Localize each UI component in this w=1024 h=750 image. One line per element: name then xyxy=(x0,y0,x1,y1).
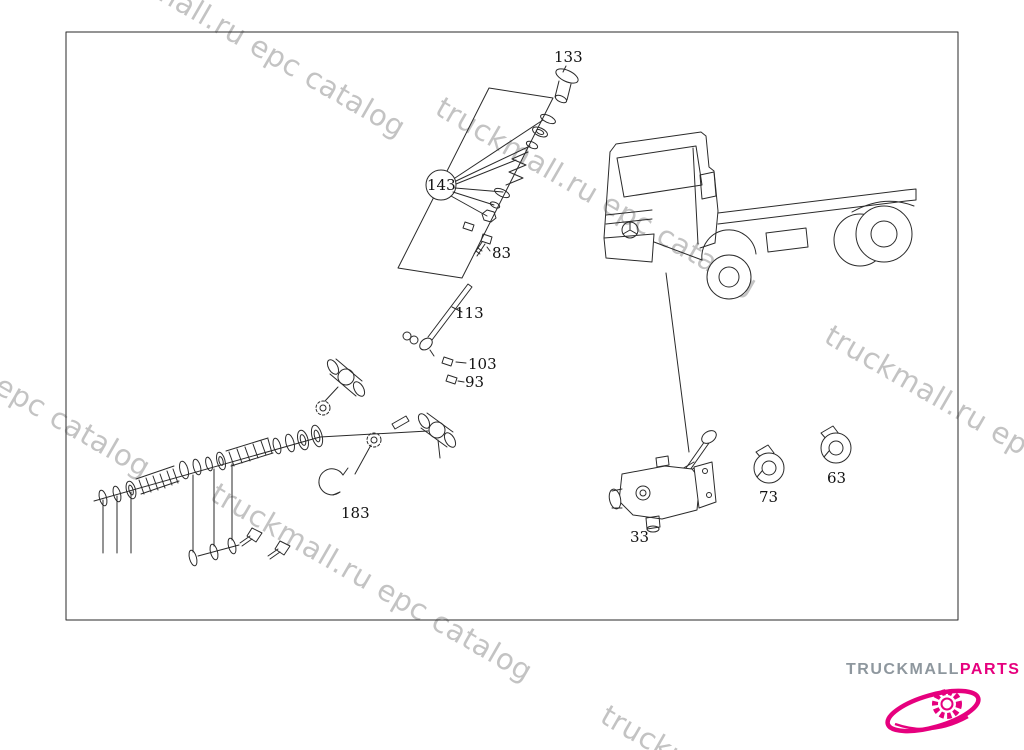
exploded-upper-group xyxy=(397,65,579,279)
part-63-drawing xyxy=(820,425,852,464)
spring-drawing xyxy=(505,151,529,186)
part-label-143[interactable]: 143 xyxy=(427,176,456,194)
nut-drawing xyxy=(481,209,497,223)
diagram-border xyxy=(65,31,959,621)
star-washer-drawing xyxy=(366,432,382,448)
part-label-183[interactable]: 183 xyxy=(341,504,370,522)
pin-103-drawing xyxy=(441,356,454,367)
truck-drawing xyxy=(603,131,917,300)
lever-knob-drawing xyxy=(701,430,717,444)
bolt-83-drawing xyxy=(480,233,493,245)
leader-line-103 xyxy=(455,361,467,364)
leader-line-133 xyxy=(562,65,567,73)
valve-assembly-33 xyxy=(608,430,717,533)
leader-line-83 xyxy=(486,246,491,252)
star-washer-drawing xyxy=(315,400,331,416)
exploded-lower-group xyxy=(93,358,457,567)
brand-name-parts: PARTS xyxy=(959,661,1021,678)
part-label-93[interactable]: 93 xyxy=(465,373,485,391)
brand-logo: TRUCKMALLPARTS xyxy=(846,661,1020,679)
rod-113-group xyxy=(402,283,473,385)
part-73-drawing xyxy=(753,444,785,484)
screw-drawing xyxy=(246,527,263,543)
part-label-113[interactable]: 113 xyxy=(455,304,484,322)
leader-line-113 xyxy=(451,306,463,313)
leader-line-93 xyxy=(457,380,465,383)
part-label-73[interactable]: 73 xyxy=(759,488,779,506)
gear-icon xyxy=(932,689,962,719)
brand-logo-swirl-icon xyxy=(885,688,981,734)
brand-name-truckmall: TRUCKMALL xyxy=(846,661,960,678)
callout-circle-143[interactable] xyxy=(425,169,457,201)
part-label-63[interactable]: 63 xyxy=(827,469,847,487)
part-label-33[interactable]: 33 xyxy=(630,528,650,546)
part-label-83[interactable]: 83 xyxy=(492,244,512,262)
part-label-133[interactable]: 133 xyxy=(554,48,583,66)
retainer-183-drawing xyxy=(318,468,344,496)
part-label-103[interactable]: 103 xyxy=(468,355,497,373)
leader-line-truck-to-33 xyxy=(665,272,690,453)
screw-drawing xyxy=(274,540,291,556)
pin-93-drawing xyxy=(445,374,458,385)
